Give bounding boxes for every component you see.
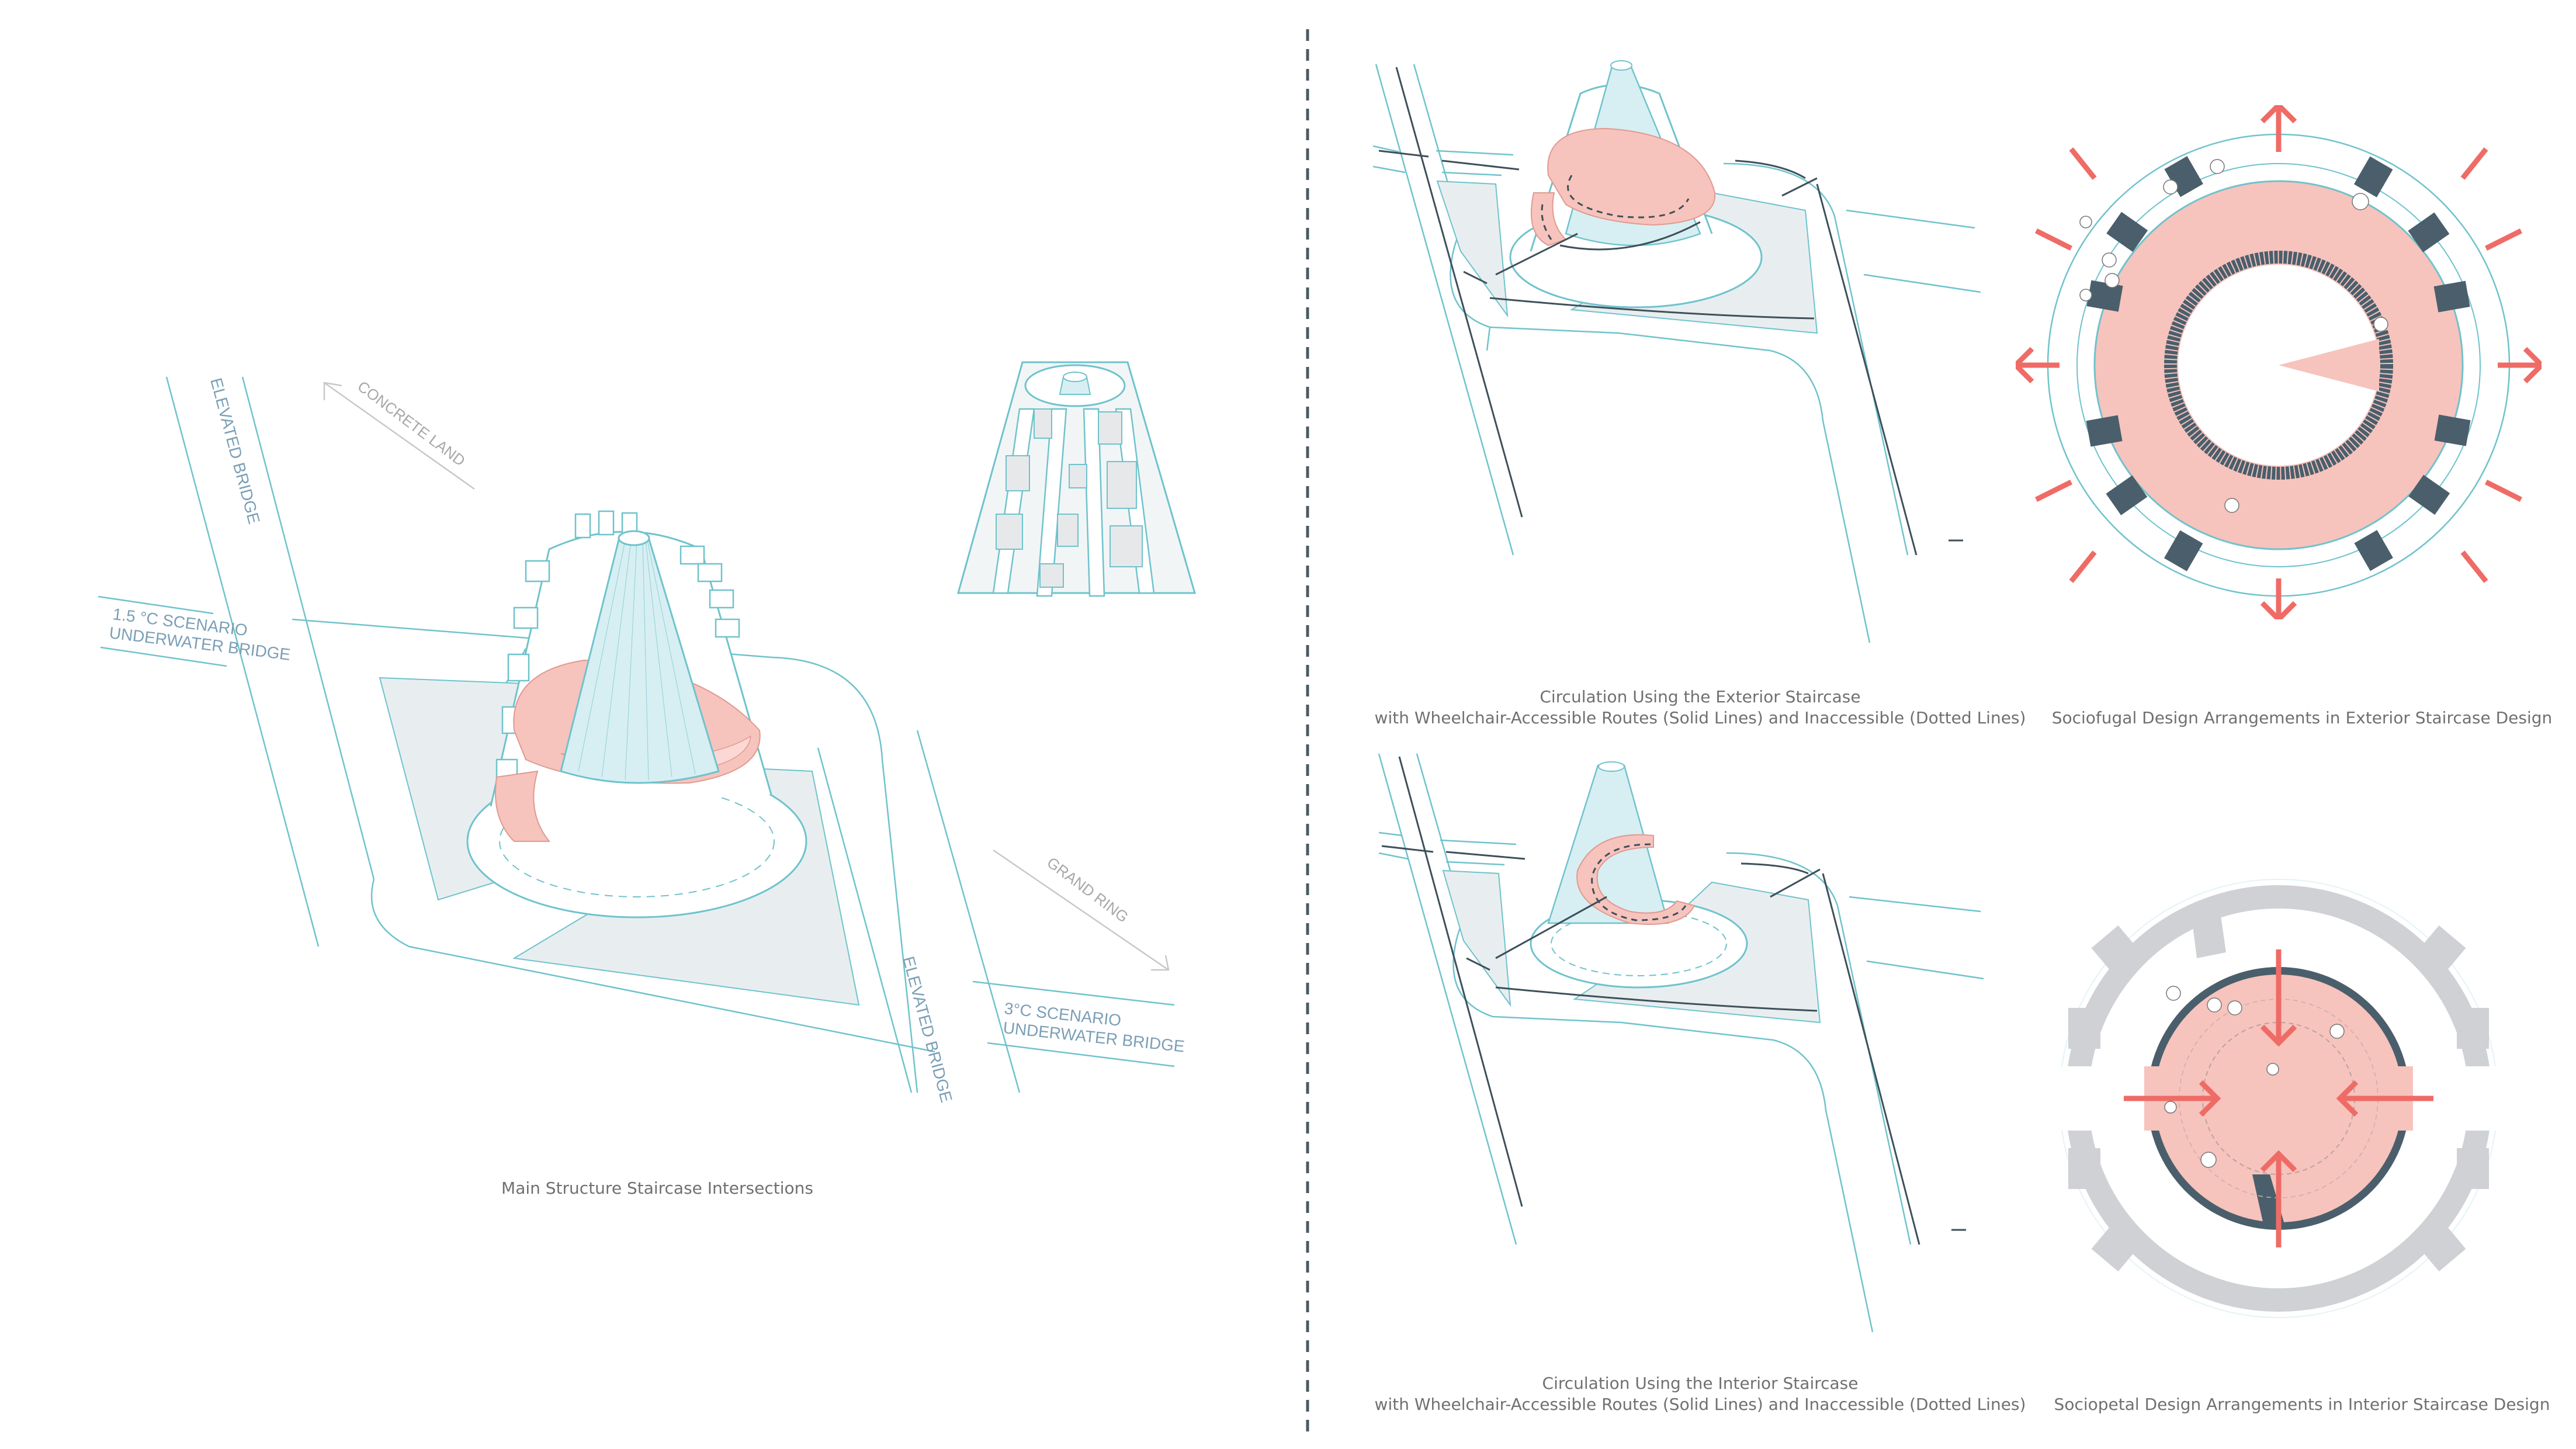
label-concrete-land: CONCRETE LAND xyxy=(354,377,469,470)
inward-arrows xyxy=(2124,949,2433,1247)
panel-divider xyxy=(1306,29,1309,1431)
main-structure-axonometric: ELEVATED BRIDGE CONCRETE LAND 1.5 °C SCE… xyxy=(98,361,1196,1105)
tower-fins xyxy=(495,510,740,787)
caption-interior-circulation: Circulation Using the Interior Staircase… xyxy=(1367,1373,2033,1415)
elevated-bridge-edge xyxy=(165,376,320,947)
central-cone xyxy=(560,536,720,784)
interior-circulation-diagram xyxy=(1378,753,1984,1333)
label-elevated-bridge-top: ELEVATED BRIDGE xyxy=(207,376,264,526)
caption-exterior-line2: with Wheelchair-Accessible Routes (Solid… xyxy=(1374,708,2026,727)
sociopetal-plan-diagram xyxy=(2045,879,2512,1318)
accessible-route-arrows xyxy=(1378,67,1963,556)
caption-main-structure: Main Structure Staircase Intersections xyxy=(501,1178,813,1198)
label-elevated-bridge-bottom: ELEVATED BRIDGE xyxy=(899,955,956,1105)
people-figures-center xyxy=(2164,986,2345,1168)
caption-exterior-line1: Circulation Using the Exterior Staircase xyxy=(1540,687,1861,706)
grand-ring-arrow xyxy=(993,849,1169,971)
caption-exterior-circulation: Circulation Using the Exterior Staircase… xyxy=(1367,687,2033,729)
interior-staircase xyxy=(1576,834,1696,925)
inaccessible-route-dotted xyxy=(1541,175,1690,240)
caption-sociofugal: Sociofugal Design Arrangements in Exteri… xyxy=(2051,708,2553,727)
dark-pillars xyxy=(2086,156,2471,571)
people-figures xyxy=(2079,159,2388,513)
sociofugal-plan-diagram xyxy=(2016,105,2542,619)
caption-interior-line1: Circulation Using the Interior Staircase xyxy=(1542,1374,1859,1393)
exterior-circulation-diagram xyxy=(1373,60,1981,643)
tower-elevation xyxy=(957,361,1196,597)
outward-arrows xyxy=(2016,105,2542,619)
outer-gray-walls xyxy=(2068,911,2489,1272)
concrete-land-arrow xyxy=(324,382,475,490)
caption-sociopetal: Sociopetal Design Arrangements in Interi… xyxy=(2054,1395,2550,1414)
caption-interior-line2: with Wheelchair-Accessible Routes (Solid… xyxy=(1374,1395,2026,1414)
